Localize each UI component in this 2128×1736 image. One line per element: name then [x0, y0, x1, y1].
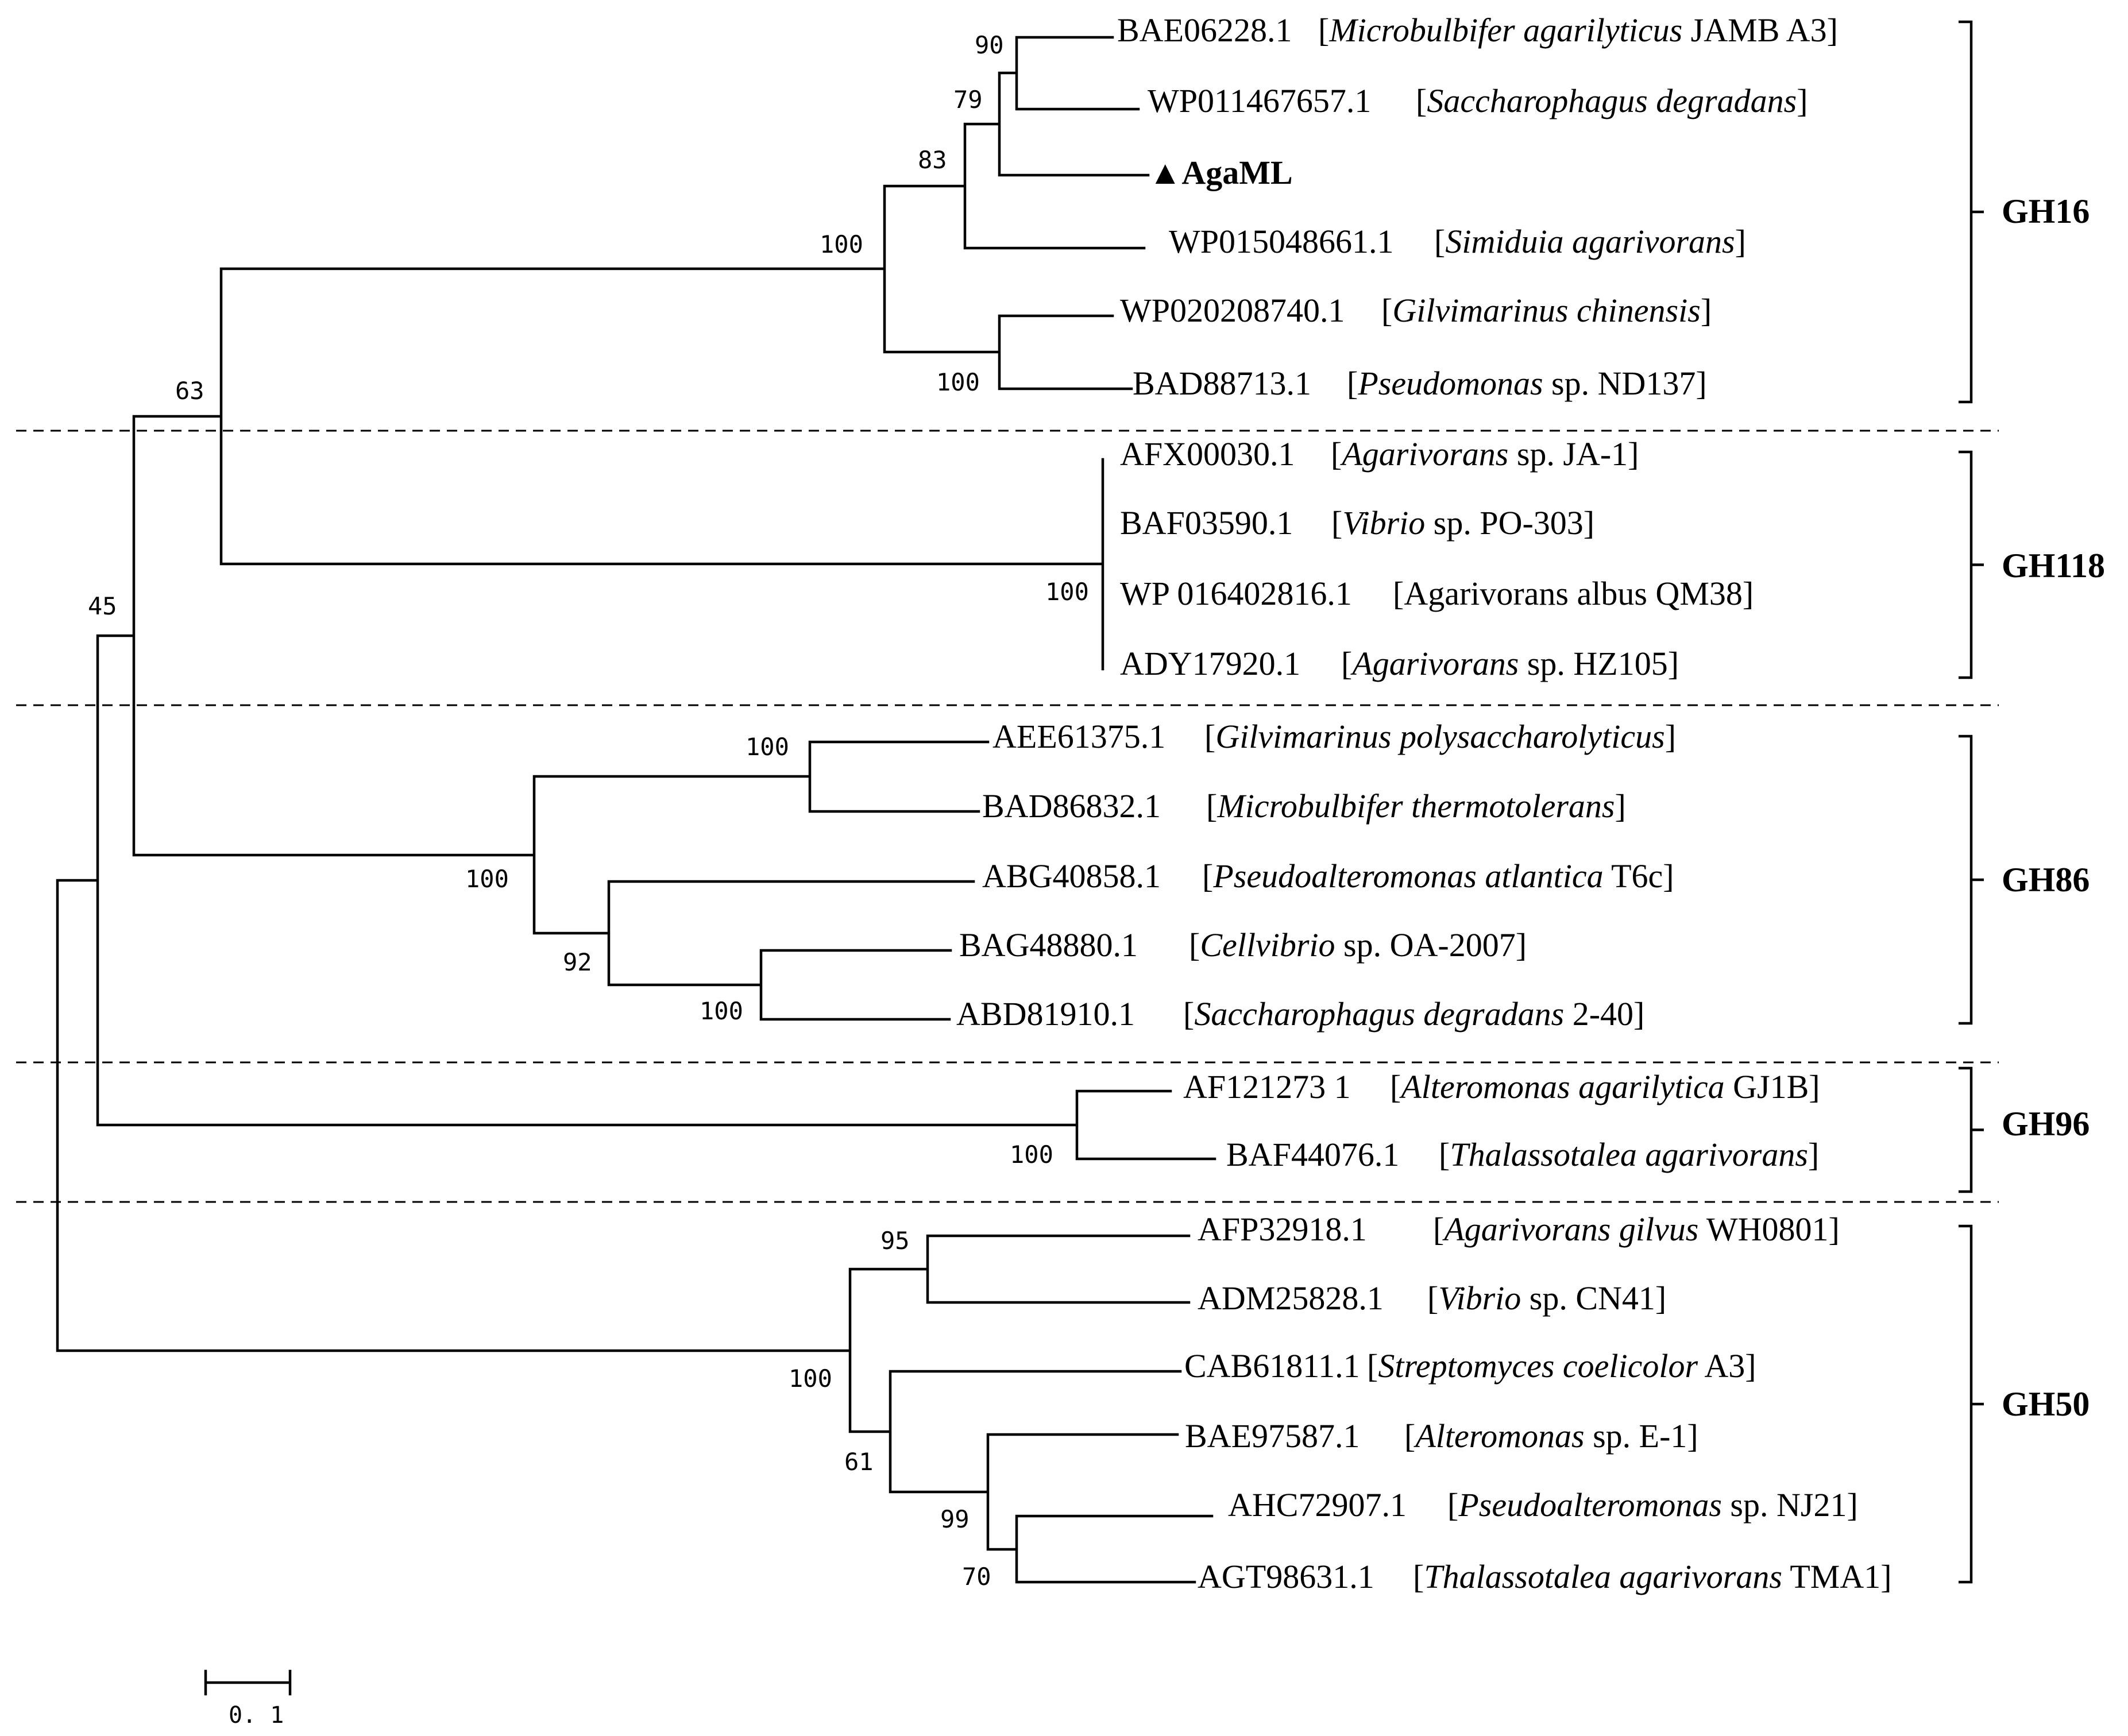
- bootstrap-value: 100: [1010, 1140, 1053, 1169]
- family-label: GH118: [2002, 547, 2105, 585]
- leaf-species: [Alteromonas sp. E-1]: [1404, 1417, 1698, 1455]
- leaf-species: [Agarivorans albus QM38]: [1393, 575, 1754, 612]
- leaf-species: [Streptomyces coelicolor A3]: [1367, 1347, 1756, 1385]
- scale-bar-line: [204, 1669, 292, 1696]
- bootstrap-value: 100: [936, 368, 980, 396]
- leaf-species: [Vibrio sp. PO-303]: [1331, 504, 1594, 542]
- bootstrap-value: 45: [88, 592, 117, 620]
- bootstrap-values: 90 79 83 100 100 100 63 100 100 92 100 100 45 95 70 99 6…: [88, 31, 1089, 1591]
- leaf-species: [Thalassotalea agarivorans TMA1]: [1413, 1558, 1892, 1595]
- leaf-label: BAD88713.1: [1133, 365, 1311, 402]
- bootstrap-value: 100: [789, 1364, 832, 1393]
- family-bracket: [1959, 450, 1984, 679]
- family-bracket: [1959, 20, 1984, 404]
- leaf-label: AFP32918.1: [1198, 1211, 1367, 1248]
- bootstrap-value: 99: [940, 1505, 970, 1533]
- leaf-species: [Pseudomonas sp. ND137]: [1347, 365, 1707, 402]
- leaf-label: WP011467657.1: [1148, 82, 1371, 119]
- leaf-label: CAB61811.1: [1184, 1347, 1360, 1385]
- bootstrap-value: 100: [820, 230, 863, 258]
- leaf-species: [Simiduia agarivorans]: [1434, 223, 1746, 260]
- family-bracket: [1959, 1224, 1984, 1584]
- leaf-species: [Alteromonas agarilytica GJ1B]: [1390, 1068, 1820, 1105]
- leaf-labels: BAE06228.1 [Microbulbifer agarilyticus JA…: [956, 11, 1892, 1595]
- family-label: GH50: [2002, 1385, 2090, 1423]
- leaf-label: ADM25828.1: [1198, 1279, 1384, 1317]
- family-label: GH16: [2002, 192, 2090, 230]
- leaf-label: AFX00030.1: [1120, 435, 1295, 473]
- scale-bar-label: 0. 1: [229, 1702, 284, 1729]
- bootstrap-value: 100: [1045, 578, 1089, 606]
- bootstrap-value: 95: [880, 1227, 910, 1255]
- leaf-label: ▲AgaML: [1149, 154, 1293, 191]
- leaf-species: [Agarivorans sp. JA-1]: [1331, 435, 1639, 473]
- leaf-species: [Agarivorans gilvus WH0801]: [1433, 1211, 1840, 1248]
- tree-branches: [56, 36, 1216, 1584]
- leaf-species: [Microbulbifer agarilyticus JAMB A3]: [1318, 11, 1838, 49]
- leaf-label: ABG40858.1: [982, 857, 1161, 895]
- scale-bar: 0. 1: [204, 1669, 292, 1729]
- bootstrap-value: 63: [175, 377, 204, 405]
- family-bracket: [1959, 1066, 1984, 1193]
- leaf-label: WP 016402816.1: [1120, 575, 1352, 612]
- leaf-label: BAD86832.1: [982, 787, 1161, 825]
- bootstrap-value: 100: [746, 733, 789, 761]
- leaf-label: AHC72907.1: [1228, 1486, 1407, 1524]
- bootstrap-value: 79: [953, 86, 983, 114]
- leaf-species: [Microbulbifer thermotolerans]: [1206, 787, 1626, 825]
- tree-branch-lines: [56, 36, 1216, 1584]
- leaf-label: BAF44076.1: [1226, 1136, 1399, 1173]
- leaf-label: WP015048661.1: [1169, 223, 1394, 260]
- leaf-species: [Cellvibrio sp. OA-2007]: [1189, 926, 1527, 964]
- family-label: GH86: [2002, 861, 2090, 899]
- leaf-label: AF121273 1: [1183, 1068, 1351, 1105]
- leaf-species: [Gilvimarinus polysaccharolyticus]: [1204, 718, 1676, 755]
- leaf-label: BAG48880.1: [959, 926, 1138, 964]
- leaf-species: [Pseudoalteromonas sp. NJ21]: [1447, 1486, 1858, 1524]
- leaf-species: [Saccharophagus degradans 2-40]: [1183, 995, 1644, 1033]
- bootstrap-value: 70: [962, 1563, 991, 1591]
- bootstrap-value: 61: [844, 1448, 874, 1476]
- family-bracket: [1959, 734, 1984, 1025]
- bootstrap-value: 90: [975, 31, 1004, 59]
- leaf-species: [Gilvimarinus chinensis]: [1381, 292, 1712, 329]
- leaf-species: [Thalassotalea agarivorans]: [1439, 1136, 1819, 1173]
- leaf-species: [Saccharophagus degradans]: [1416, 82, 1808, 119]
- group-dividers: [16, 430, 1999, 1203]
- family-label: GH96: [2002, 1105, 2090, 1143]
- leaf-label: BAE97587.1: [1185, 1417, 1360, 1455]
- leaf-species: [Pseudoalteromonas atlantica T6c]: [1202, 857, 1674, 895]
- leaf-label: ABD81910.1: [956, 995, 1135, 1033]
- bootstrap-value: 100: [465, 865, 509, 893]
- leaf-label: AGT98631.1: [1198, 1558, 1374, 1595]
- bootstrap-value: 100: [700, 997, 743, 1025]
- bootstrap-value: 92: [563, 948, 592, 976]
- leaf-label: WP020208740.1: [1120, 292, 1345, 329]
- leaf-label: BAE06228.1: [1117, 11, 1292, 49]
- leaf-label: AEE61375.1: [992, 718, 1165, 755]
- leaf-label: ADY17920.1: [1120, 645, 1300, 682]
- leaf-species: [Vibrio sp. CN41]: [1427, 1279, 1666, 1317]
- bootstrap-value: 83: [918, 146, 947, 174]
- leaf-species: [Agarivorans sp. HZ105]: [1341, 645, 1679, 682]
- leaf-label: BAF03590.1: [1120, 504, 1293, 542]
